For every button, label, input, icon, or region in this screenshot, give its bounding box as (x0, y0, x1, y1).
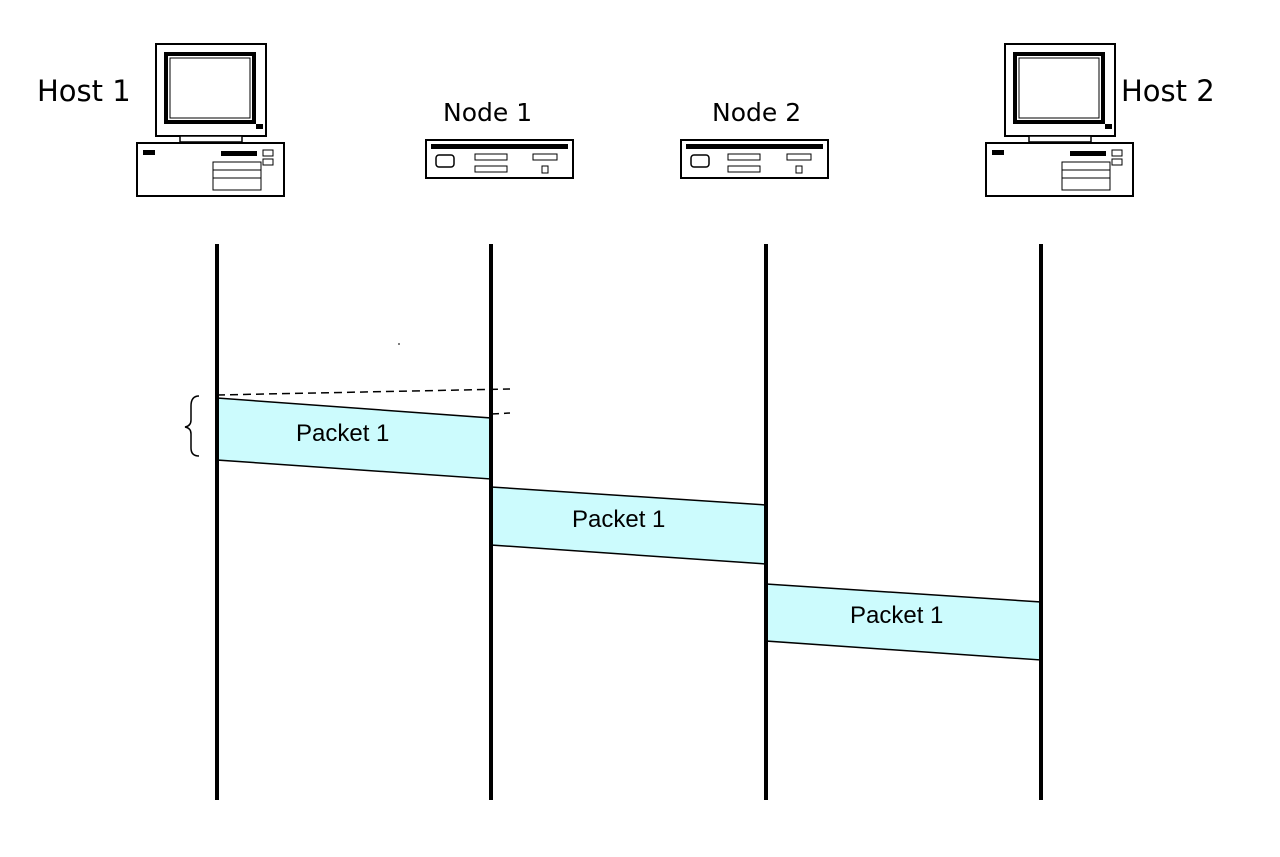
packet-label: Packet 1 (296, 420, 389, 447)
node2-label: Node 2 (712, 98, 801, 127)
node1-router-icon (425, 139, 574, 179)
propagation-dashed-line-top (216, 388, 511, 396)
host1-computer-icon (136, 43, 285, 197)
propagation-dashed-line-bottom (490, 412, 511, 415)
host2-computer-icon (985, 43, 1134, 197)
node1-label: Node 1 (443, 98, 532, 127)
transmission-time-brace (184, 395, 200, 457)
stray-dot (398, 343, 400, 345)
node2-router-icon (680, 139, 829, 179)
host2-label: Host 2 (1121, 74, 1215, 108)
packet-label: Packet 1 (850, 602, 943, 629)
host1-label: Host 1 (37, 74, 131, 108)
packet-label: Packet 1 (572, 506, 665, 533)
